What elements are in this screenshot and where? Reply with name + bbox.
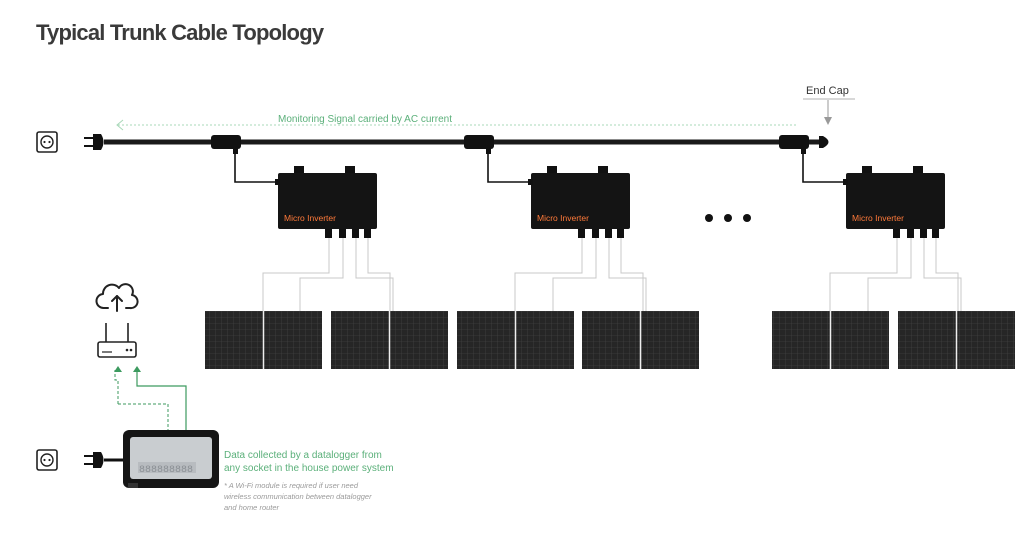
wifi-note-line1: * A Wi-Fi module is required if user nee…: [224, 481, 359, 490]
drop-cable: [802, 154, 846, 183]
datalogger-display: 888888888: [139, 465, 193, 476]
monitoring-signal-arrow: [116, 119, 796, 131]
drop-cable: [234, 154, 278, 183]
solar-panel-pair: [582, 311, 699, 369]
datalogger-caption-line1: Data collected by a datalogger from: [224, 450, 382, 461]
micro-inverter-label: Micro Inverter: [852, 213, 904, 223]
solar-panel-pair: [772, 311, 889, 369]
solar-panel-pair: [457, 311, 574, 369]
page-title: Typical Trunk Cable Topology: [36, 20, 324, 45]
power-plug-icon: [84, 452, 104, 468]
ellipsis-icon: [705, 214, 751, 222]
router-icon: [97, 323, 137, 358]
wifi-note-line2: wireless communication between datalogge…: [224, 492, 372, 501]
micro-inverter: [275, 166, 377, 238]
end-cap-icon: [819, 136, 829, 148]
drop-cable: [487, 154, 531, 183]
trunk-connector: [779, 135, 809, 154]
micro-inverter-label: Micro Inverter: [537, 213, 589, 223]
micro-inverter: [528, 166, 630, 238]
wireless-link: [114, 366, 169, 430]
datalogger: [123, 430, 219, 488]
trunk-connector: [211, 135, 241, 154]
dc-wiring: [262, 238, 962, 311]
end-cap-label: End Cap: [806, 85, 849, 97]
monitoring-signal-label: Monitoring Signal carried by AC current: [278, 114, 452, 125]
micro-inverter-label: Micro Inverter: [284, 213, 336, 223]
power-socket-icon: [36, 131, 58, 153]
solar-panel-pair: [898, 311, 1015, 369]
power-plug-icon: [84, 134, 104, 150]
ac-socket-bottom: [36, 449, 124, 471]
wired-link: [133, 366, 187, 430]
solar-panel-pair: [331, 311, 448, 369]
cloud-upload-icon: [95, 283, 139, 312]
trunk-connector: [464, 135, 494, 154]
solar-panel-pair: [205, 311, 322, 369]
datalogger-caption-line2: any socket in the house power system: [224, 463, 394, 474]
ac-socket-top: [36, 131, 104, 153]
micro-inverter: [843, 166, 945, 238]
power-socket-icon: [36, 449, 58, 471]
wifi-note-line3: and home router: [224, 503, 280, 512]
